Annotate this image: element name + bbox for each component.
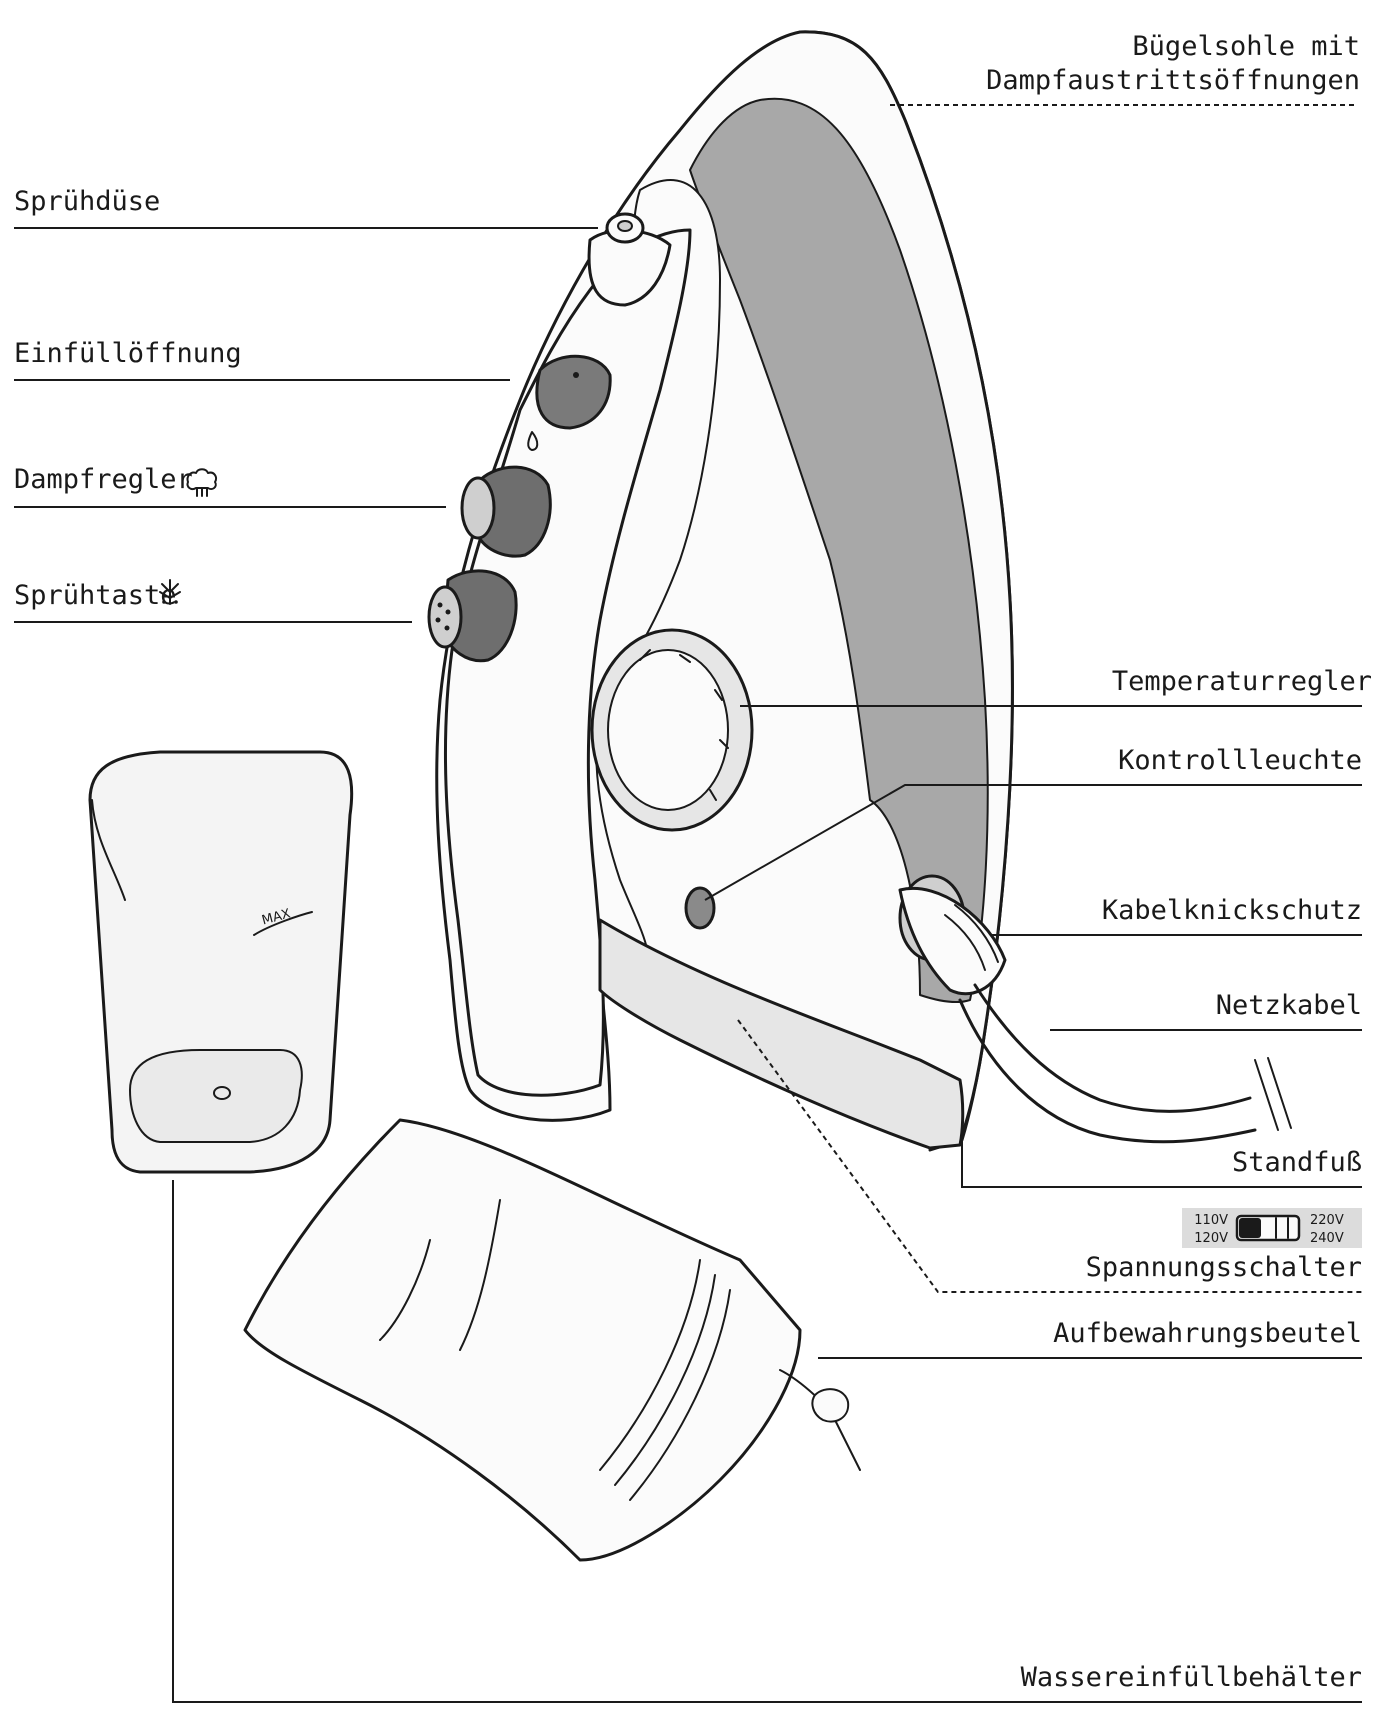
steam-control-knob — [460, 465, 552, 558]
cable-protector — [898, 874, 1007, 996]
leader-lines — [14, 104, 1362, 1703]
handle-grip — [443, 228, 692, 1097]
spray-drops-icon — [159, 579, 181, 605]
leader-water-container — [172, 1180, 1362, 1703]
label-power-cord: Netzkabel — [1216, 990, 1362, 1021]
label-spray-button: Sprühtaste — [14, 580, 177, 611]
cord-break-mark — [1254, 1057, 1292, 1131]
power-cord — [973, 983, 1252, 1113]
stand-heel — [598, 918, 965, 1150]
label-spray-nozzle: Sprühdüse — [14, 186, 160, 217]
label-filling-opening: Einfüllöffnung — [14, 338, 242, 369]
cup-max-marking: MAX — [260, 906, 292, 928]
label-steam-control: Dampfregler — [14, 464, 193, 495]
spray-nozzle — [587, 212, 672, 307]
label-temperature-control: Temperaturregler — [1112, 666, 1372, 697]
spray-button-knob — [427, 569, 518, 663]
water-container-illustration: MAX — [88, 750, 354, 1174]
label-cable-protector: Kabelknickschutz — [1102, 895, 1362, 926]
power-cord-lower — [958, 998, 1257, 1144]
label-storage-bag: Aufbewahrungsbeutel — [1053, 1318, 1362, 1349]
label-water-container: Wassereinfüllbehälter — [1021, 1662, 1362, 1693]
voltage-switch-toggle — [1239, 1218, 1261, 1238]
filling-opening-cap — [535, 354, 612, 430]
droplet-mark — [527, 431, 539, 451]
steam-cloud-icon — [186, 468, 218, 497]
voltage-120: 120V — [1194, 1231, 1228, 1246]
voltage-240: 240V — [1310, 1231, 1344, 1246]
label-voltage-switch: Spannungsschalter — [1086, 1252, 1362, 1283]
leader-stand — [961, 1140, 1362, 1188]
steam-iron-illustration — [427, 30, 1292, 1152]
control-lamp-light — [684, 886, 716, 930]
temperature-dial — [590, 628, 754, 832]
label-stand: Standfuß — [1232, 1147, 1362, 1178]
storage-bag-illustration — [243, 1118, 861, 1562]
voltage-110: 110V — [1194, 1213, 1228, 1228]
voltage-switch-graphic: 110V 120V 220V 240V — [1182, 1208, 1362, 1248]
label-soleplate-line1: Bügelsohle mit — [1132, 31, 1360, 62]
leader-voltage-switch — [737, 1019, 1362, 1293]
label-soleplate-line2: Dampfaustrittsöffnungen — [986, 65, 1360, 96]
leader-control-lamp — [704, 784, 1362, 901]
voltage-220: 220V — [1310, 1213, 1344, 1228]
label-control-lamp: Kontrollleuchte — [1118, 745, 1362, 776]
part-labels: Bügelsohle mit Dampfaustrittsöffnungen S… — [14, 31, 1372, 1693]
